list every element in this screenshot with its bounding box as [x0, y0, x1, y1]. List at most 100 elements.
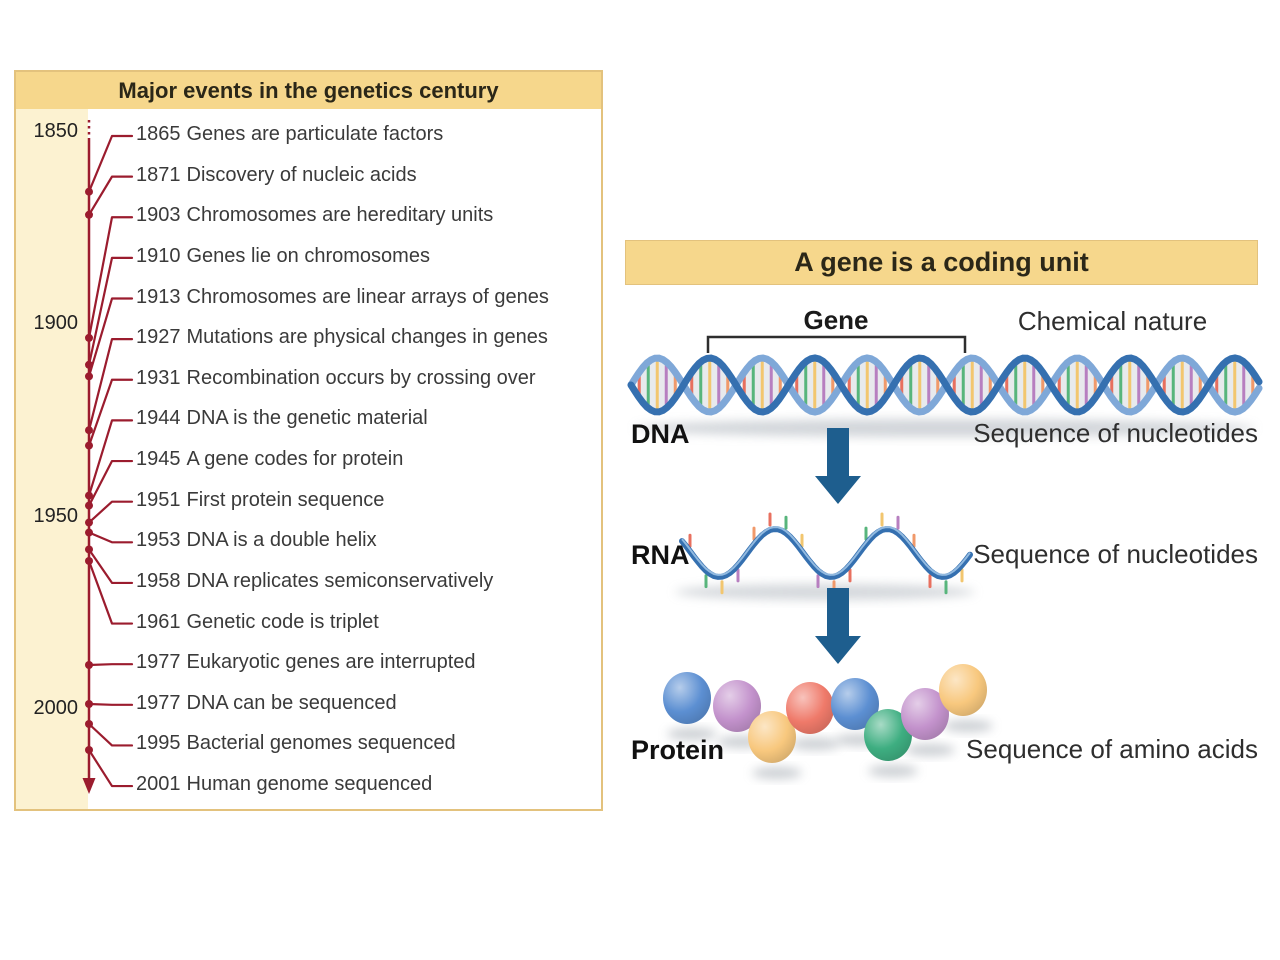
event-connector	[87, 175, 134, 216]
protein-nature-label: Sequence of amino acids	[966, 734, 1258, 764]
event-year: 1958	[136, 569, 181, 592]
event-label: Human genome sequenced	[186, 773, 433, 796]
event-label: Chromosomes are hereditary units	[186, 204, 494, 227]
event-connector	[87, 419, 134, 497]
timeline-year-label: 1850	[33, 120, 79, 142]
timeline-year-label: 2000	[33, 697, 79, 719]
timeline-panel: Major events in the genetics century 185…	[14, 70, 603, 811]
event-year: 2001	[136, 773, 181, 796]
event-year: 1910	[136, 244, 181, 267]
event-year: 1945	[136, 448, 181, 471]
event-label: Genes lie on chromosomes	[186, 244, 430, 267]
event-year: 1995	[136, 732, 181, 755]
bead-shadow	[943, 720, 993, 732]
bead-shadow	[905, 744, 955, 756]
timeline-dot	[85, 210, 93, 219]
coding-panel-title: A gene is a coding unit	[625, 240, 1258, 285]
timeline-dot	[85, 556, 93, 565]
timeline-dot	[85, 545, 93, 554]
rna-nature-label: Sequence of nucleotides	[973, 539, 1258, 569]
bead-shadow	[667, 728, 717, 740]
amino-acid-bead	[786, 682, 834, 734]
rna-label: RNA	[631, 540, 690, 570]
event-year: 1913	[136, 285, 181, 308]
event-label: First protein sequence	[186, 488, 385, 511]
dna-label: DNA	[631, 419, 690, 449]
chemical-nature-header: Chemical nature	[1017, 306, 1208, 336]
timeline-year-label: 1950	[33, 504, 79, 527]
timeline-title: Major events in the genetics century	[16, 72, 601, 109]
event-label: Mutations are physical changes in genes	[186, 326, 548, 349]
event-label: DNA replicates semiconservatively	[186, 569, 494, 592]
amino-acid-bead	[831, 678, 879, 730]
timeline-dot	[85, 518, 93, 527]
gene-label: Gene	[803, 305, 869, 335]
down-arrow-icon	[815, 428, 861, 504]
event-label: A gene codes for protein	[186, 448, 404, 471]
event-connector	[87, 531, 134, 544]
event-year: 1961	[136, 610, 181, 633]
amino-acid-bead	[939, 664, 987, 716]
timeline-dot	[85, 746, 93, 754]
timeline-year-label: 1900	[33, 312, 79, 335]
event-year: 1931	[136, 366, 181, 389]
dna-double-helix-illustration	[627, 354, 1263, 416]
timeline-dot	[85, 187, 93, 196]
dna-nature-label: Sequence of nucleotides	[973, 418, 1258, 448]
gene-coding-illustration	[627, 335, 1263, 779]
timeline-dot	[85, 501, 93, 510]
event-label: DNA is the genetic material	[186, 407, 428, 430]
timeline-axis	[82, 120, 134, 794]
event-connector	[87, 663, 134, 667]
event-year: 1977	[136, 651, 181, 674]
timeline-dot	[85, 441, 93, 450]
timeline-dot	[85, 720, 93, 728]
event-year: 1953	[136, 529, 181, 552]
event-year: 1951	[136, 488, 181, 511]
event-year: 1927	[136, 326, 181, 349]
protein-chain-illustration	[663, 664, 987, 763]
timeline-dot	[85, 372, 93, 381]
event-connector	[87, 702, 134, 706]
event-label: Genetic code is triplet	[186, 610, 379, 633]
event-year: 1977	[136, 691, 181, 714]
event-year: 1944	[136, 407, 181, 430]
timeline-dot	[85, 333, 93, 342]
event-connector	[87, 722, 134, 747]
amino-acid-bead	[748, 711, 796, 763]
timeline-dot	[85, 700, 93, 708]
amino-acid-bead	[864, 709, 912, 761]
rna-ribbon	[679, 526, 973, 580]
timeline-dot	[85, 661, 93, 669]
down-arrow-icon	[815, 588, 861, 664]
event-year: 1865	[136, 123, 181, 145]
gene-bracket	[706, 335, 967, 353]
event-year: 1903	[136, 204, 181, 227]
timeline-dot	[85, 491, 93, 500]
timeline-dot	[85, 528, 93, 537]
event-connector	[87, 548, 134, 585]
event-connector	[87, 216, 134, 339]
bead-shadow	[868, 765, 918, 777]
timeline-year-column	[16, 109, 88, 809]
event-connector	[87, 297, 134, 378]
event-label: Eukaryotic genes are interrupted	[186, 651, 476, 674]
event-connector	[87, 338, 134, 432]
event-connector	[87, 134, 134, 193]
event-label: Discovery of nucleic acids	[186, 163, 417, 186]
